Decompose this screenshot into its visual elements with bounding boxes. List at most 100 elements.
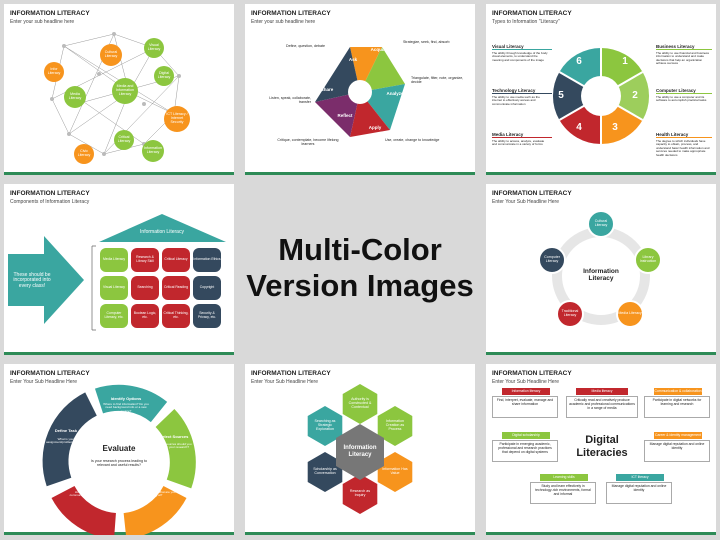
slide-title: INFORMATION LITERACY — [10, 10, 90, 17]
slide-subtitle: Components of Information Literacy — [10, 199, 90, 205]
evaluate-title: Evaluate — [102, 443, 136, 453]
component-cell: Critical Reading — [162, 276, 190, 300]
evaluate-ring — [42, 384, 196, 535]
type-heading: Media Literacy — [492, 132, 552, 139]
evaluate-part-heading: Identify Options — [110, 395, 142, 401]
network-node: ICT Literacy / Internet Security — [164, 106, 190, 132]
slide-subtitle: Enter Your Sub Headline Here — [251, 379, 318, 385]
component-cell: Security & Privacy, etc. — [193, 304, 221, 328]
slide-thumbnail-5[interactable]: INFORMATION LITERACY Enter Your Sub Head… — [486, 184, 716, 355]
ring-node: Media Literacy — [616, 300, 644, 328]
wheel-number: 3 — [612, 121, 618, 133]
evaluate-part-desc: Where to find information? Do you need b… — [103, 402, 149, 413]
type-heading: Visual Literacy — [492, 44, 552, 51]
cycle-note: Critique, contemplate, become lifelong l… — [277, 138, 339, 147]
wheel-number: 1 — [622, 55, 628, 67]
slide-subtitle: Enter Your Sub Headline Here — [492, 379, 559, 385]
evaluate-part-desc: Which sources should you use for your re… — [156, 441, 192, 449]
slide-subtitle: Enter Your Sub Headline Here — [492, 199, 559, 205]
slide-thumbnail-7[interactable]: INFORMATION LITERACY Enter Your Sub Head… — [245, 364, 475, 535]
cycle-segment-label: Ask — [348, 56, 358, 62]
type-desc: The ability to use financial and busines… — [656, 51, 710, 66]
cycle-note: Listen, speak, collaborate, transfer — [269, 96, 311, 105]
evaluate-part-heading: Analyze Content — [139, 481, 171, 487]
wheel-number: 4 — [576, 121, 582, 133]
literacy-box-heading: Information literacy — [502, 388, 550, 395]
evaluate-part-desc: Who are you and what are you looking at? — [134, 489, 176, 497]
slide-title: INFORMATION LITERACY — [10, 370, 90, 377]
cycle-segment-label: Apply — [368, 124, 382, 130]
slide-subtitle: Enter your sub headline here — [10, 19, 75, 25]
network-node: Media Literacy — [64, 86, 86, 108]
evaluate-part-desc: What is your assignment/problem to solve… — [46, 436, 86, 444]
slide-thumbnail-1[interactable]: INFORMATION LITERACY Enter your sub head… — [4, 4, 234, 175]
arrow-label: These should be incorporated into every … — [13, 271, 51, 289]
arrow-shape — [8, 214, 226, 331]
hex-center-label: Information Literacy — [343, 445, 377, 458]
component-cell: Critical Thinking, etc. — [162, 304, 190, 328]
component-cell: Media Literacy — [100, 248, 128, 272]
literacy-box-heading: Career & identity management — [654, 432, 702, 439]
literacy-box-desc: Manage digital reputation and online ide… — [644, 440, 710, 462]
hex-label: Scholarship as Conversation — [313, 467, 337, 475]
hex-label: Authority is Constructed & Contextual — [348, 397, 372, 409]
hexagon-cluster — [307, 384, 413, 514]
ring-node: Library Instruction — [634, 246, 662, 274]
slide-subtitle: Enter Your Sub Headline Here — [10, 379, 77, 385]
slide-thumbnail-4[interactable]: INFORMATION LITERACY Components of Infor… — [4, 184, 234, 355]
ring-node: Computer Literacy — [538, 246, 566, 274]
literacy-box-heading: Communication & collaboration — [654, 388, 702, 395]
slide-title: INFORMATION LITERACY — [492, 10, 572, 17]
slide-subtitle: Types to Information "Literacy" — [492, 19, 560, 25]
literacy-box-desc: Study and learn effectively in technolog… — [530, 482, 596, 504]
center-label: Information Literacy — [583, 267, 619, 282]
evaluate-part-heading: Define Task — [54, 427, 78, 433]
literacy-box-desc: Participate in digital networks for lear… — [644, 396, 710, 418]
slide-thumbnail-8[interactable]: INFORMATION LITERACY Enter Your Sub Head… — [486, 364, 716, 535]
cycle-note: Define, question, debate — [286, 44, 325, 48]
type-desc: The degree to which individuals have cap… — [656, 139, 710, 157]
wheel-number: 5 — [558, 89, 564, 101]
type-desc: The ability to use media such as the int… — [492, 95, 540, 106]
component-cell: Computer Literacy, etc. — [100, 304, 128, 328]
cycle-segment-label: Share — [320, 86, 334, 92]
component-cell: Copyright — [193, 276, 221, 300]
cycle-segment-label: Acquire — [370, 46, 388, 52]
type-heading: Technology Literacy — [492, 88, 552, 95]
hex-label: Information Creation as Process — [385, 419, 405, 431]
ring-node: Cultural Literacy — [587, 210, 615, 238]
hex-label: Information Has Value — [382, 467, 408, 475]
literacy-box-heading: Media literacy — [576, 388, 628, 395]
literacy-box-heading: Digital scholarship — [502, 432, 550, 439]
slide-thumbnail-6[interactable]: INFORMATION LITERACY Enter Your Sub Head… — [4, 364, 234, 535]
roof-label: Information Literacy — [140, 229, 184, 236]
slide-subtitle: Enter your sub headline here — [251, 19, 316, 25]
wheel-number: 2 — [632, 89, 638, 101]
component-cell: Visual Literacy — [100, 276, 128, 300]
network-node: Infor Literacy — [44, 62, 64, 82]
cycle-note: Use, create, change to knowledge — [385, 138, 440, 142]
network-node: Civic Literacy — [74, 144, 94, 164]
cycle-segment-label: Analyze — [386, 90, 404, 96]
wheel-diagram — [552, 47, 650, 145]
type-desc: The ability to use a computer and its so… — [656, 95, 707, 103]
component-cell: Searching — [131, 276, 159, 300]
slide-thumbnail-3[interactable]: INFORMATION LITERACY Types to Informatio… — [486, 4, 716, 175]
slide-title: INFORMATION LITERACY — [10, 190, 90, 197]
wheel-number: 6 — [576, 55, 582, 67]
evaluate-part-heading: Present Findings — [72, 481, 106, 487]
component-cell: Boolean Logic, etc. — [131, 304, 159, 328]
literacy-box-heading: ICT literacy — [616, 474, 664, 481]
evaluate-desc: Is your research process leading to rele… — [91, 459, 147, 467]
type-heading: Computer Literacy — [656, 88, 712, 95]
cycle-note: Strategize, seek, find, absorb — [403, 40, 450, 44]
type-desc: The ability to access, analyze, evaluate… — [492, 139, 545, 147]
component-cell: Research & Library Skill — [131, 248, 159, 272]
slide-title: INFORMATION LITERACY — [492, 190, 572, 197]
component-cell: Information Ethics — [193, 248, 221, 272]
network-node: Critical Literacy — [114, 130, 134, 150]
network-node: Media and Information Literacy — [112, 78, 138, 104]
slide-title: INFORMATION LITERACY — [492, 370, 572, 377]
slide-thumbnail-2[interactable]: INFORMATION LITERACY Enter your sub head… — [245, 4, 475, 175]
